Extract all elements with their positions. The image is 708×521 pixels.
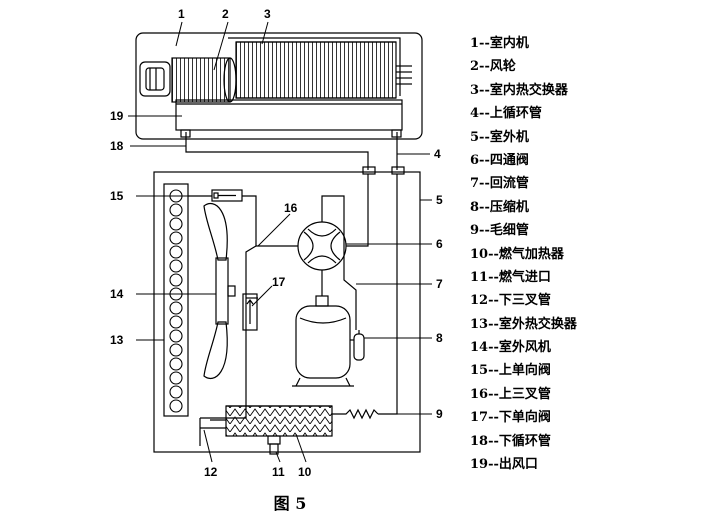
legend-item: 9--毛细管: [470, 223, 529, 239]
legend-item: 18--下循环管: [470, 433, 551, 449]
legend-item: 13--室外热交换器: [470, 316, 577, 332]
legend-item: 4--上循环管: [470, 106, 542, 122]
legend-item: 3--室内热交换器: [470, 82, 568, 98]
legend-item: 11--燃气进口: [470, 269, 551, 285]
legend-item: 6--四通阀: [470, 152, 529, 168]
callout-4: 4: [434, 147, 441, 161]
outdoor-fan: [203, 202, 236, 380]
callout-3: 3: [264, 7, 271, 21]
indoor-unit: [135, 32, 423, 140]
gas-heater: [225, 405, 333, 437]
upper-tee-pipe: [200, 245, 257, 419]
callout-1: 1: [178, 7, 185, 21]
callout-19: 19: [110, 109, 124, 123]
return-pipe: [378, 174, 398, 415]
callout-7: 7: [436, 277, 443, 291]
legend-item: 19--出风口: [470, 457, 538, 473]
legend: 1--室内机 2--风轮 3--室内热交换器 4--上循环管 5--室外机 6-…: [470, 32, 577, 476]
compressor: [292, 270, 365, 387]
legend-item: 16--上三叉管: [470, 386, 551, 402]
callout-2: 2: [222, 7, 229, 21]
legend-item: 14--室外风机: [470, 340, 551, 356]
callout-18: 18: [110, 139, 124, 153]
legend-item: 17--下单向阀: [470, 410, 551, 426]
legend-item: 5--室外机: [470, 129, 529, 145]
outdoor-exchanger-tubes: [169, 189, 183, 413]
legend-item: 15--上单向阀: [470, 363, 551, 379]
callout-5: 5: [436, 193, 443, 207]
callout-8: 8: [436, 331, 443, 345]
legend-item: 7--回流管: [470, 176, 529, 192]
callout-6: 6: [436, 237, 443, 251]
leader-lines: [128, 21, 432, 463]
capillary-tube: [332, 408, 379, 420]
legend-item: 12--下三叉管: [470, 293, 551, 309]
legend-item: 2--风轮: [470, 59, 516, 75]
indoor-heat-exchanger: [228, 37, 412, 99]
legend-item: 10--燃气加热器: [470, 246, 564, 262]
callout-12: 12: [204, 465, 218, 479]
callout-15: 15: [110, 189, 124, 203]
lower-circulation-pipe: [185, 132, 369, 170]
callout-11: 11: [272, 465, 285, 479]
outdoor-unit: [153, 171, 421, 453]
gas-inlet: [267, 435, 281, 455]
callout-14: 14: [110, 287, 124, 301]
four-way-valve: [297, 221, 347, 271]
air-outlet: [175, 99, 403, 131]
legend-item: 8--压缩机: [470, 199, 529, 215]
fan-wheel: [139, 57, 237, 103]
figure-caption: 图 5: [273, 494, 307, 513]
callout-9: 9: [436, 407, 443, 421]
callout-10: 10: [298, 465, 312, 479]
callout-17: 17: [272, 275, 286, 289]
outdoor-heat-exchanger: [163, 183, 189, 417]
callout-16: 16: [284, 201, 298, 215]
legend-item: 1--室内机: [470, 36, 529, 51]
callout-13: 13: [110, 333, 124, 347]
upper-check-valve: [188, 195, 298, 247]
